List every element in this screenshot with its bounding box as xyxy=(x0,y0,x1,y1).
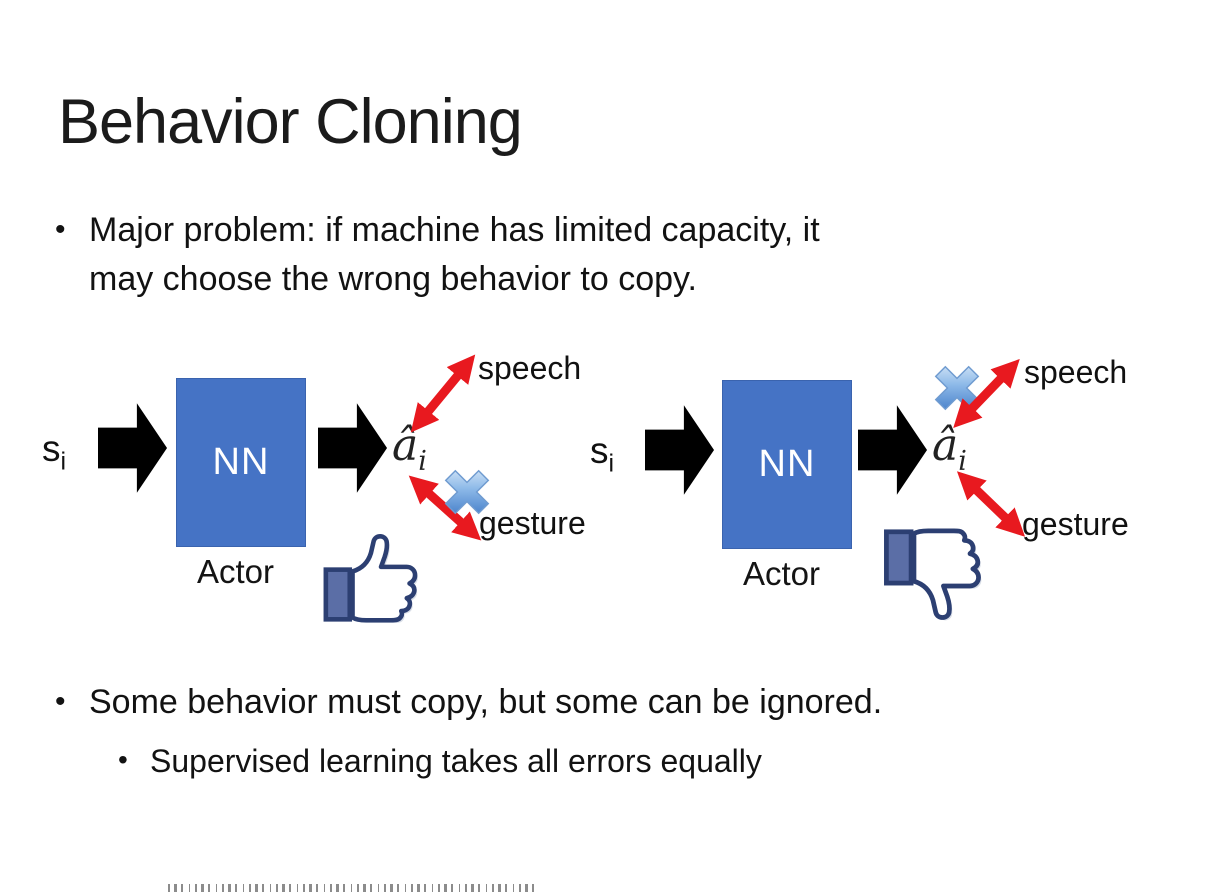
right-gesture-double-arrow-icon xyxy=(956,471,1026,537)
bullet-supervised-learning: • Supervised learning takes all errors e… xyxy=(118,738,1118,784)
bullet-major-problem: • Major problem: if machine has limited … xyxy=(55,206,1115,305)
left-input-flow-arrow-icon xyxy=(98,403,168,493)
right-output-action-label: âi xyxy=(932,420,967,477)
right-actor-caption: Actor xyxy=(743,555,821,592)
left-input-state-label: si xyxy=(42,428,67,476)
thumbs-up-icon xyxy=(323,534,418,623)
right-input-state-label: si xyxy=(590,430,615,478)
bullet-marker: • xyxy=(55,685,66,718)
right-nn-box: NN xyxy=(722,380,852,549)
left-cross-out-icon xyxy=(444,469,490,515)
bullet-marker: • xyxy=(55,213,66,246)
bullet-some-behavior-text: Some behavior must copy, but some can be… xyxy=(89,683,883,721)
right-nn-label: NN xyxy=(758,443,816,485)
left-nn-box: NN xyxy=(176,378,306,547)
left-gesture-double-arrow-icon xyxy=(408,475,482,541)
left-speech-double-arrow-icon xyxy=(410,354,476,433)
right-input-flow-arrow-icon xyxy=(645,405,715,495)
bullet-some-behavior: • Some behavior must copy, but some can … xyxy=(55,678,1155,727)
bullet-supervised-learning-text: Supervised learning takes all errors equ… xyxy=(150,743,762,779)
right-gesture-label: gesture xyxy=(1022,506,1129,542)
left-output-flow-arrow-icon xyxy=(318,403,388,493)
left-speech-label: speech xyxy=(478,350,582,386)
right-speech-label: speech xyxy=(1024,354,1128,390)
cutoff-text-artifact xyxy=(168,884,540,892)
left-actor-caption: Actor xyxy=(197,553,275,590)
bullet-marker: • xyxy=(118,744,128,775)
slide-title: Behavior Cloning xyxy=(58,87,523,158)
left-gesture-label: gesture xyxy=(479,505,586,541)
right-speech-double-arrow-icon xyxy=(953,358,1020,429)
right-output-flow-arrow-icon xyxy=(858,405,928,495)
left-nn-label: NN xyxy=(212,441,270,483)
bullet-major-problem-text: Major problem: if machine has limited ca… xyxy=(89,211,820,299)
thumbs-down-icon xyxy=(884,528,982,621)
